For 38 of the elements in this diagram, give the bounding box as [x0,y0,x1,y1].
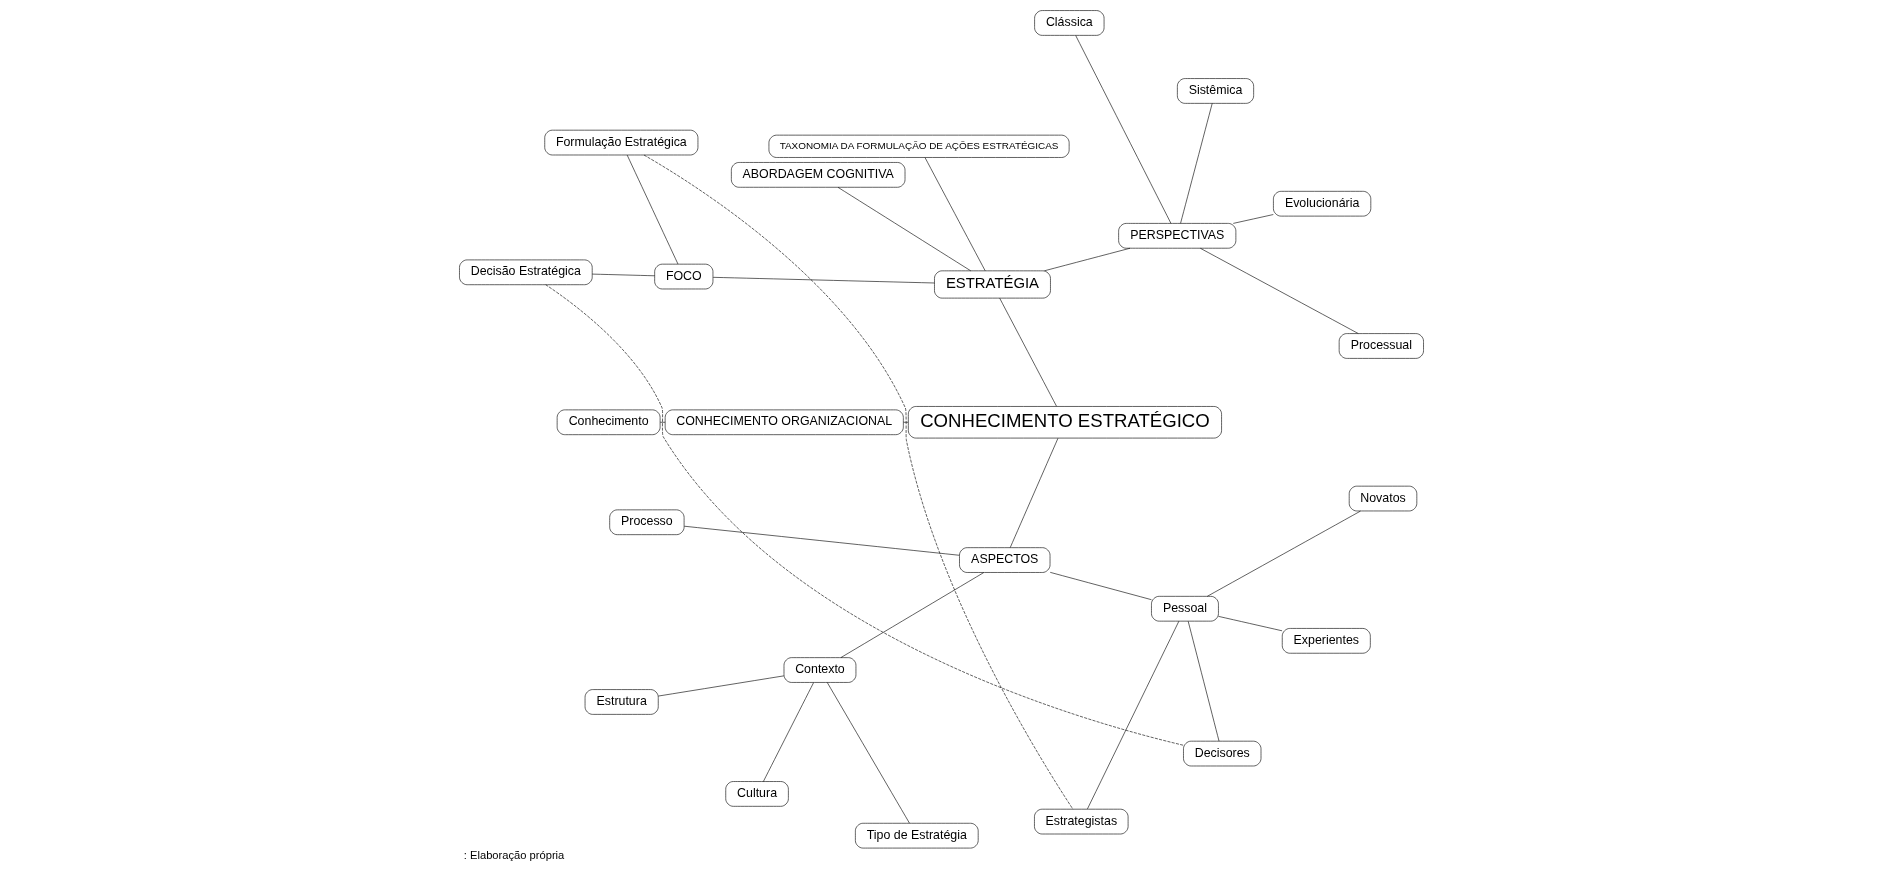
connector [840,572,985,658]
connector [837,187,972,272]
node-box: Processual [1338,333,1424,359]
node-box: Novatos [1348,485,1418,512]
node-box: Estrategistas [1034,808,1129,835]
node-box: ESTRATÉGIA [934,270,1051,299]
node-box: Clássica [1034,10,1105,36]
node-box: CONHECIMENTO ESTRATÉGICO [908,406,1222,439]
node-box: Experientes [1281,628,1371,654]
node-box: FOCO [654,263,714,290]
connector [643,154,1074,810]
connector [1199,247,1359,334]
connector [763,682,814,782]
node-box: Estrutura [584,689,659,715]
node-box: Sistêmica [1177,78,1254,104]
node-box: Cultura [725,781,789,807]
node-box: TAXONOMIA DA FORMULAÇÃO DE AÇÕES ESTRATÉGICAS [768,134,1070,158]
node-box: Tipo de Estratégia [855,822,979,849]
connector [592,273,655,277]
caption: : Elaboração própria [463,849,565,862]
node-box: Decisores [1183,740,1262,767]
connector [545,284,1184,746]
connector [683,525,960,556]
node-box: ASPECTOS [959,547,1051,573]
node-box: Conhecimento [556,409,661,435]
node-box: Contexto [783,657,857,683]
connector [903,421,909,423]
node-box: Decisão Estratégica [459,259,593,285]
node-box: PERSPECTIVAS [1118,223,1237,249]
node-box: ABORDAGEM COGNITIVA [731,162,906,188]
node-box: Pessoal [1151,596,1219,622]
connector [1044,247,1131,272]
connector [1207,510,1361,597]
connector [826,682,910,824]
node-box: Evolucionária [1273,191,1372,217]
node-box: CONHECIMENTO ORGANIZACIONAL [664,409,904,435]
node-box: Processo [609,509,685,535]
node-box: Formulação Estratégica [544,129,699,156]
